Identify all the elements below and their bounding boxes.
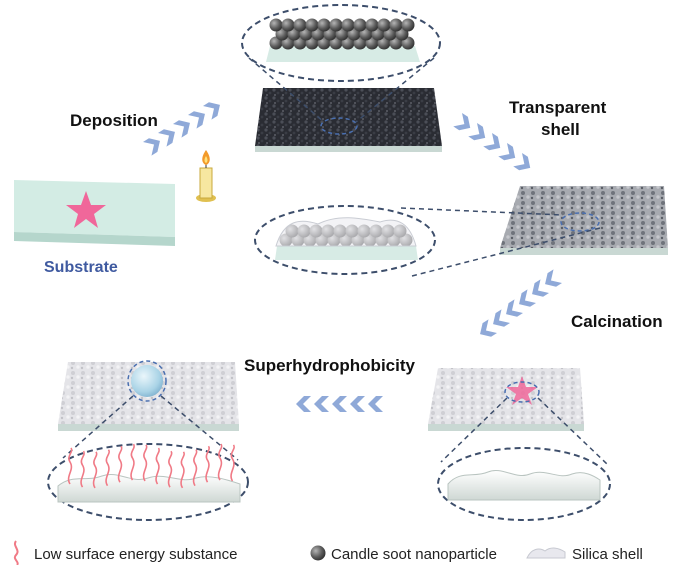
chevron-arrow-icon	[173, 116, 195, 138]
chevron-arrow-icon	[540, 269, 562, 291]
water-droplet	[131, 365, 163, 397]
candle-icon	[196, 150, 216, 202]
fiber-chain	[205, 445, 210, 483]
calcination-label: Calcination	[571, 312, 663, 331]
fiber-chain	[167, 450, 173, 488]
arrow-superhydrophobicity	[296, 396, 383, 412]
silica-shell-icon	[526, 547, 566, 559]
fiber-chain	[142, 444, 148, 482]
star-icon	[506, 376, 538, 405]
chevron-arrow-icon	[453, 113, 475, 135]
chevron-arrow-icon	[368, 396, 383, 412]
chevron-arrow-icon	[468, 123, 490, 145]
low-surface-energy-chains	[67, 443, 235, 489]
zoom-spot-1	[320, 117, 358, 135]
transparent-shell-label-line2: shell	[541, 120, 580, 139]
substrate-side	[14, 232, 175, 246]
chevron-arrow-icon	[296, 396, 311, 412]
fiber-chain	[155, 447, 160, 485]
soot-particle	[401, 18, 415, 32]
legend-low-surface-energy: Low surface energy substance	[34, 546, 237, 563]
soot-particle	[389, 18, 403, 32]
soot-particle	[353, 18, 367, 32]
calcined-substrate	[428, 368, 584, 431]
silica-wave-2	[57, 474, 241, 503]
fiber-chain	[67, 447, 73, 485]
chevron-arrow-icon	[332, 396, 347, 412]
fiber-chain	[105, 449, 110, 487]
fiber-chain	[217, 443, 223, 481]
zoom-lines-4	[62, 395, 239, 461]
fiber-chain	[230, 444, 235, 482]
superhydrophobic-substrate	[58, 360, 239, 431]
chevron-arrow-icon	[188, 107, 210, 129]
soot-particle	[329, 18, 343, 32]
chevron-arrow-icon	[483, 133, 505, 155]
legend-candle-soot: Candle soot nanoparticle	[331, 546, 497, 563]
fiber-chain	[130, 443, 135, 481]
chevron-arrow-icon	[350, 396, 365, 412]
zoom-lines-1	[248, 57, 435, 123]
transparent-shell-label-line1: Transparent	[509, 98, 607, 117]
chevron-arrow-icon	[143, 134, 165, 156]
chevron-arrow-icon	[158, 125, 180, 147]
soot-particle	[317, 18, 331, 32]
soot-particle	[269, 18, 283, 32]
arrow-calcination	[475, 269, 562, 341]
zoom-spot-3	[504, 381, 540, 403]
candle-soot-particles	[269, 18, 415, 50]
legend-silica-shell: Silica shell	[572, 546, 643, 563]
fiber-chain	[80, 450, 85, 488]
star-icon	[66, 191, 106, 228]
zoom-spot-2	[560, 212, 600, 232]
zoom-spot-4	[127, 360, 167, 402]
chevron-arrow-icon	[203, 98, 225, 120]
soot-particle	[377, 18, 391, 32]
substrate-label: Substrate	[44, 259, 118, 276]
shell-coated-substrate	[500, 186, 668, 255]
silica-wave	[447, 470, 601, 501]
chevron-arrow-icon	[513, 153, 535, 175]
zoom-ellipse-fluorinated	[47, 443, 249, 521]
superhydrophobicity-label: Superhydrophobicity	[244, 356, 416, 375]
zoom-ellipse-shell	[254, 205, 436, 275]
fiber-chain	[180, 451, 185, 489]
candle-soot-icon	[310, 545, 326, 561]
fiber-chain	[92, 451, 98, 489]
chevron-arrow-icon	[498, 143, 520, 165]
soot-particle	[341, 18, 355, 32]
soot-particle	[281, 18, 295, 32]
zoom-ellipse-silica	[437, 447, 611, 521]
soot-particle	[365, 18, 379, 32]
legend: Low surface energy substance Candle soot…	[13, 540, 643, 565]
zoom-ellipse-soot	[241, 4, 441, 82]
soot-coated-substrate	[255, 88, 442, 152]
soot-particle	[305, 18, 319, 32]
fiber-chain	[192, 449, 198, 487]
fiber-chain	[117, 445, 123, 483]
zoom-lines-3	[440, 397, 608, 465]
soot-particle	[293, 18, 307, 32]
substrate-slab	[14, 180, 175, 246]
arrow-transparent-shell	[453, 113, 535, 175]
chevron-arrow-icon	[314, 396, 329, 412]
silica-shell-layer	[275, 217, 417, 247]
deposition-label: Deposition	[70, 111, 158, 130]
zoom-lines-2	[400, 207, 601, 277]
low-surface-energy-icon	[13, 540, 19, 565]
